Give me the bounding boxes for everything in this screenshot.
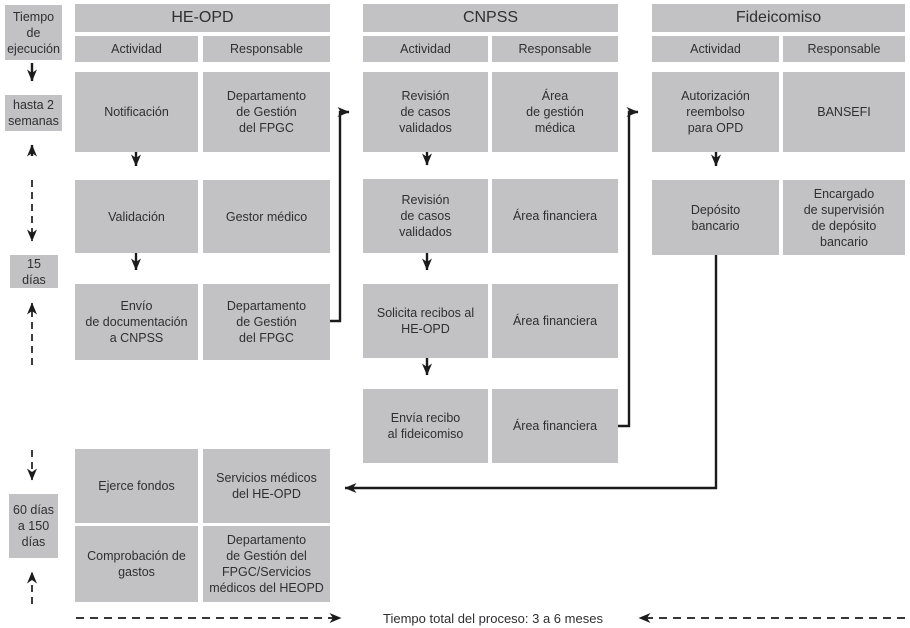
cnpss-row1-activity: Revisión de casos validados [363, 72, 488, 152]
heopd-bottom-row2-responsible: Departamento de Gestión del FPGC/Servici… [203, 526, 330, 602]
time-marker-60-150-dias: 60 días a 150 días [9, 494, 58, 558]
cnpss-activity-header: Actividad [363, 36, 488, 62]
heopd-row1-responsible: Departamento de Gestión del FPGC [203, 72, 330, 152]
cnpss-row4-responsible: Área financiera [492, 389, 618, 463]
heopd-row2-activity: Validación [75, 180, 198, 253]
fideicomiso-row2-responsible: Encargado de supervisión de depósito ban… [783, 180, 905, 255]
cnpss-row3-activity: Solicita recibos al HE-OPD [363, 284, 488, 358]
heopd-row3-responsible: Departamento de Gestión del FPGC [203, 284, 330, 360]
heopd-row3-activity: Envío de documentación a CNPSS [75, 284, 198, 360]
heopd-row2-responsible: Gestor médico [203, 180, 330, 253]
column-header-he-opd: HE-OPD [75, 4, 330, 32]
time-column-title: Tiempo de ejecución [5, 5, 62, 60]
heopd-row1-activity: Notificación [75, 72, 198, 152]
fideicomiso-activity-header: Actividad [652, 36, 779, 62]
time-marker-15-dias: 15 días [10, 255, 58, 288]
cnpss-row4-activity: Envía recibo al fideicomiso [363, 389, 488, 463]
connector-cnpss-to-fideicomiso [618, 107, 639, 428]
cnpss-row2-activity: Revisión de casos validados [363, 179, 488, 253]
cnpss-row1-responsible: Área de gestión médica [492, 72, 618, 152]
fideicomiso-row1-responsible: BANSEFI [783, 72, 905, 152]
total-process-time-label: Tiempo total del proceso: 3 a 6 meses [383, 610, 603, 626]
fideicomiso-row2-activity: Depósito bancario [652, 180, 779, 255]
column-header-fideicomiso: Fideicomiso [652, 4, 905, 32]
column-header-cnpss: CNPSS [363, 4, 618, 32]
heopd-bottom-row2-activity: Comprobación de gastos [75, 526, 198, 602]
fideicomiso-row1-activity: Autorización reembolso para OPD [652, 72, 779, 152]
heopd-responsible-header: Responsable [203, 36, 330, 62]
cnpss-row3-responsible: Área financiera [492, 284, 618, 358]
cnpss-responsible-header: Responsable [492, 36, 618, 62]
heopd-activity-header: Actividad [75, 36, 198, 62]
heopd-bottom-row1-responsible: Servicios médicos del HE-OPD [203, 449, 330, 523]
heopd-bottom-row1-activity: Ejerce fondos [75, 449, 198, 523]
connector-heopd-to-cnpss [330, 107, 350, 323]
cnpss-row2-responsible: Área financiera [492, 179, 618, 253]
fideicomiso-responsible-header: Responsable [783, 36, 905, 62]
time-marker-hasta-2-semanas: hasta 2 semanas [5, 95, 62, 131]
